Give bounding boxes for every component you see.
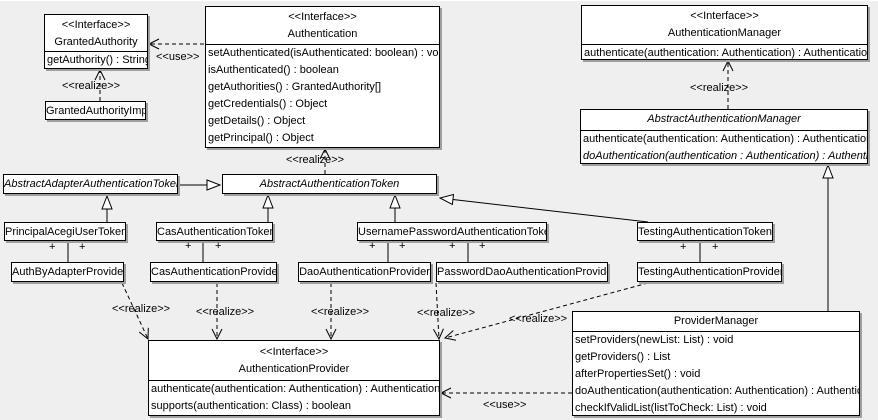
method-label: setAuthenticated(isAuthenticated: boolea… — [208, 47, 439, 59]
method-label: getProviders() : List — [575, 351, 671, 363]
class-name: GrantedAuthority — [54, 36, 138, 48]
multiplicity-label: + — [369, 240, 376, 252]
method-label: getAuthorities() : GrantedAuthority[] — [208, 81, 382, 93]
class-name: ProviderManager — [673, 315, 759, 327]
method-label: authenticate(authentication: Authenticat… — [584, 47, 867, 59]
multiplicity-label: + — [479, 240, 486, 252]
realize-label: <<realize>> — [417, 307, 476, 319]
uml-class-cas-authentication-token[interactable]: CasAuthenticationToken — [156, 222, 273, 241]
uml-class-testing-authentication-provider[interactable]: TestingAuthenticationProvider — [637, 262, 782, 282]
realize-authbyadapterprovider-authprovider — [121, 282, 149, 341]
realize-label: <<realize>> — [311, 306, 370, 318]
realize-label: <<realize>> — [112, 303, 171, 315]
uml-class-granted-authority[interactable]: <<Interface>> GrantedAuthority getAuthor… — [44, 14, 148, 69]
class-name: AbstractAdapterAuthenticationToken — [4, 178, 178, 190]
uml-class-authentication[interactable]: <<Interface>> Authentication setAuthenti… — [205, 6, 440, 148]
class-name: CasAuthenticationProvider — [151, 266, 277, 278]
uml-class-provider-manager[interactable]: ProviderManager setProviders(newList: Li… — [572, 311, 860, 416]
class-name: UsernamePasswordAuthenticationToken — [358, 226, 547, 238]
uml-class-auth-by-adapter-provider[interactable]: AuthByAdapterProvider — [11, 262, 124, 282]
uml-class-authentication-provider[interactable]: <<Interface>> AuthenticationProvider aut… — [148, 340, 440, 416]
method-label: setProviders(newList: List) : void — [575, 334, 734, 346]
uml-class-password-dao-authentication-provider[interactable]: PasswordDaoAuthenticationProvider — [436, 262, 608, 282]
uml-class-principal-acegi-user-token[interactable]: PrincipalAcegiUserToken — [4, 222, 126, 241]
class-name: DaoAuthenticationProvider — [299, 266, 430, 278]
uml-class-abstract-adapter-authentication-token[interactable]: AbstractAdapterAuthenticationToken — [3, 174, 178, 194]
realize-passworddaoprovider-authprovider — [433, 282, 444, 341]
class-name: PasswordDaoAuthenticationProvider — [437, 266, 608, 278]
uml-class-username-password-authentication-token[interactable]: UsernamePasswordAuthenticationToken — [357, 222, 547, 241]
multiplicity-label: + — [79, 241, 86, 253]
method-label: supports(authentication: Class) : boolea… — [151, 400, 351, 412]
stereotype-label: <<Interface>> — [288, 11, 357, 23]
realize-testingprovider-authprovider — [443, 282, 649, 341]
uml-class-granted-authority-impl[interactable]: GrantedAuthorityImpl — [45, 101, 146, 120]
method-label: getPrincipal() : Object — [208, 132, 314, 144]
multiplicity-label: + — [449, 240, 456, 252]
multiplicity-label: + — [185, 240, 192, 252]
use-label: <<use>> — [156, 51, 200, 63]
multiplicity-label: + — [215, 240, 222, 252]
class-name: TestingAuthenticationProvider — [638, 266, 782, 278]
method-label: checkIfValidList(listToCheck: List) : vo… — [575, 402, 767, 414]
class-name: GrantedAuthorityImpl — [46, 105, 146, 117]
method-label: afterPropertiesSet() : void — [575, 368, 701, 380]
stereotype-label: <<Interface>> — [690, 10, 759, 22]
realize-label: <<realize>> — [286, 154, 345, 166]
method-label: authenticate(authentication: Authenticat… — [151, 383, 439, 395]
class-name: AuthByAdapterProvider — [12, 266, 124, 278]
multiplicity-label: + — [680, 241, 687, 253]
class-name: Authentication — [287, 28, 358, 40]
method-label: getAuthority() : String — [47, 54, 147, 66]
realize-label: <<realize>> — [509, 313, 568, 325]
generalization-testingtoken-abstracttoken — [438, 193, 649, 223]
class-name: AuthenticationProvider — [238, 363, 350, 375]
realize-label: <<realize>> — [690, 82, 749, 94]
uml-class-abstract-authentication-token[interactable]: AbstractAuthenticationToken — [222, 174, 437, 194]
multiplicity-label: + — [712, 241, 719, 253]
class-name: CasAuthenticationToken — [157, 226, 273, 238]
class-name: TestingAuthenticationToken — [638, 226, 772, 238]
multiplicity-label: + — [49, 241, 56, 253]
class-name: AbstractAuthenticationManager — [647, 113, 801, 125]
method-label: getCredentials() : Object — [208, 98, 328, 110]
uml-class-cas-authentication-provider[interactable]: CasAuthenticationProvider — [150, 262, 277, 282]
method-label: doAuthentication(authentication: Authent… — [575, 385, 859, 397]
method-label: doAuthentication(authentication : Authen… — [583, 150, 867, 162]
method-label: authenticate(authentication: Authenticat… — [583, 133, 867, 145]
realize-label: <<realize>> — [62, 80, 121, 92]
uml-class-authentication-manager[interactable]: <<Interface>> AuthenticationManager auth… — [581, 5, 868, 60]
multiplicity-label: + — [399, 240, 406, 252]
class-name: AuthenticationManager — [667, 27, 782, 39]
uml-class-abstract-authentication-manager[interactable]: AbstractAuthenticationManager authentica… — [580, 109, 868, 164]
class-name: AbstractAuthenticationToken — [259, 178, 400, 190]
stereotype-label: <<Interface>> — [259, 346, 329, 358]
use-label: <<use>> — [483, 399, 527, 411]
class-name: PrincipalAcegiUserToken — [5, 226, 126, 238]
method-label: isAuthenticated() : boolean — [208, 64, 339, 76]
method-label: getDetails() : Object — [208, 115, 306, 127]
stereotype-label: <<Interface>> — [61, 19, 131, 31]
uml-class-dao-authentication-provider[interactable]: DaoAuthenticationProvider — [298, 262, 431, 282]
realize-label: <<realize>> — [196, 306, 255, 318]
uml-class-testing-authentication-token[interactable]: TestingAuthenticationToken — [637, 222, 773, 241]
